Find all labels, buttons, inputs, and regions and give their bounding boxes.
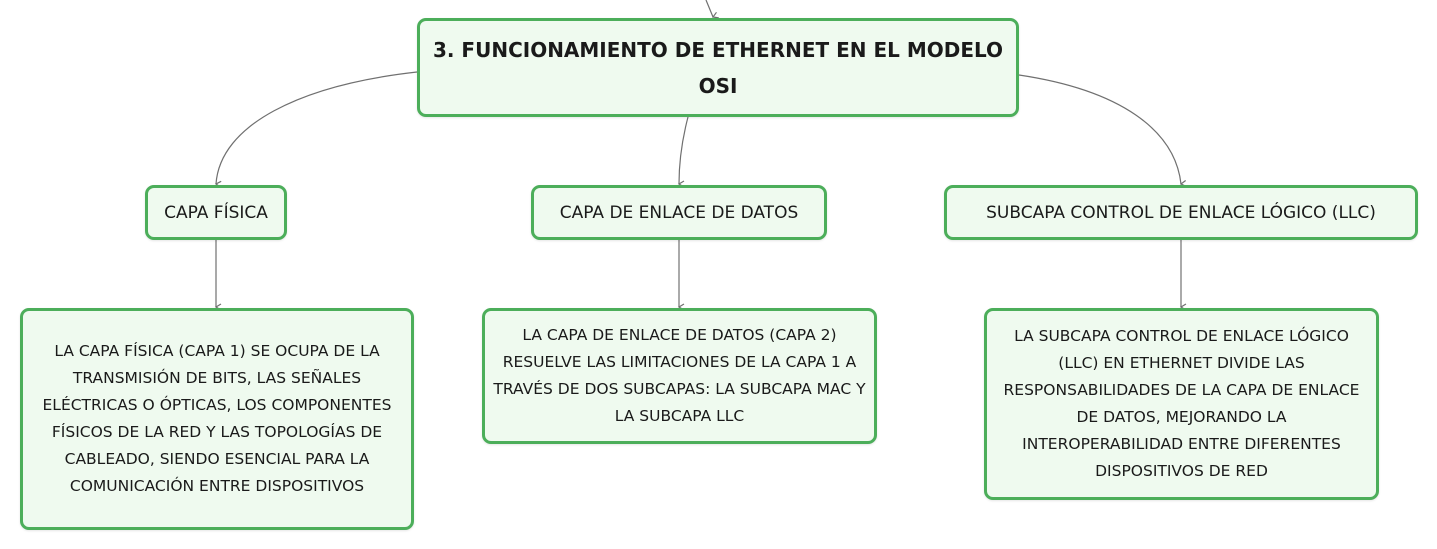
subtopic-node-capa-enlace-datos[interactable]: LA CAPA DE ENLACE DE DATOS (CAPA 2) RESU… — [482, 308, 877, 444]
connector-parent-to-root — [705, 0, 719, 19]
topic-node-capa-enlace-datos[interactable]: CAPA DE ENLACE DE DATOS — [531, 185, 827, 240]
subtopic-node-capa-fisica[interactable]: LA CAPA FÍSICA (CAPA 1) SE OCUPA DE LA T… — [20, 308, 414, 530]
subtopic-text-capa-fisica: LA CAPA FÍSICA (CAPA 1) SE OCUPA DE LA T… — [42, 342, 392, 495]
connector-root-to-subcapa-llc — [1018, 74, 1187, 187]
root-topic-title: 3. FUNCIONAMIENTO DE ETHERNET EN EL MODE… — [432, 37, 1004, 98]
connector-root-to-capa-fisica — [214, 71, 418, 188]
subtopic-text-capa-enlace-datos: LA CAPA DE ENLACE DE DATOS (CAPA 2) RESU… — [493, 326, 866, 425]
subtopic-text-subcapa-llc: LA SUBCAPA CONTROL DE ENLACE LÓGICO (LLC… — [1003, 327, 1360, 480]
topic-node-subcapa-llc[interactable]: SUBCAPA CONTROL DE ENLACE LÓGICO (LLC) — [944, 185, 1418, 240]
topic-label-capa-enlace-datos: CAPA DE ENLACE DE DATOS — [559, 202, 799, 223]
topic-label-subcapa-llc: SUBCAPA CONTROL DE ENLACE LÓGICO (LLC) — [986, 202, 1376, 223]
connector-root-to-capa-enlace — [677, 116, 689, 188]
root-topic-node[interactable]: 3. FUNCIONAMIENTO DE ETHERNET EN EL MODE… — [417, 18, 1019, 117]
topic-node-capa-fisica[interactable]: CAPA FÍSICA — [145, 185, 287, 240]
topic-label-capa-fisica: CAPA FÍSICA — [164, 202, 268, 223]
subtopic-node-subcapa-llc[interactable]: LA SUBCAPA CONTROL DE ENLACE LÓGICO (LLC… — [984, 308, 1379, 500]
